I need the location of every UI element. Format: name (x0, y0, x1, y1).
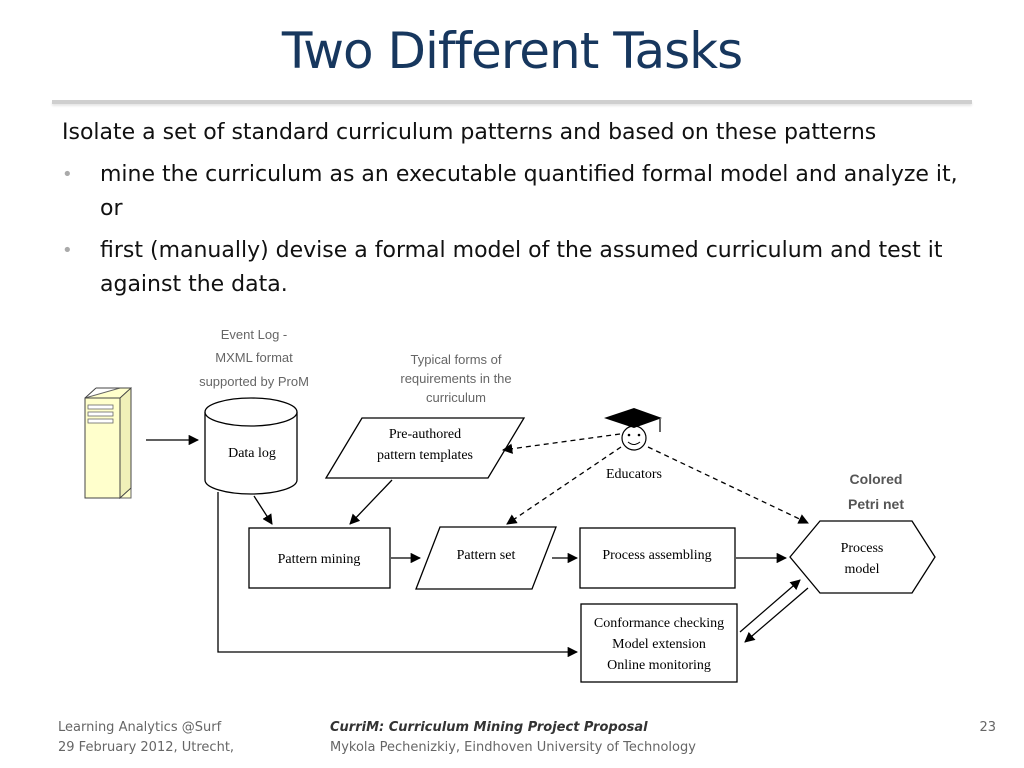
footer-author: Mykola Pechenizkiy, Eindhoven University… (330, 740, 696, 755)
pre-authored-label-line: pattern templates (377, 448, 473, 463)
typical-forms-note-line: requirements in the (400, 371, 511, 386)
data-log-cylinder (204, 397, 298, 495)
templates-to-mining-arrow (349, 479, 393, 525)
datalog-to-conformance-arrow (217, 492, 579, 658)
title-divider (52, 100, 972, 104)
bullet-item: • first (manually) devise a formal model … (62, 234, 972, 302)
page-number: 23 (979, 720, 996, 735)
colored-petri-net-label: Petri net (848, 496, 904, 512)
flow-arrows (217, 479, 809, 658)
footer-project-title: CurriM: Curriculum Mining Project Propos… (330, 720, 648, 735)
datalog-to-mining-arrow (253, 495, 273, 525)
conformance-to-model-arrow (739, 579, 801, 633)
pattern-mining-box (248, 527, 391, 589)
model-to-conformance-arrow (744, 587, 809, 643)
footer-event: Learning Analytics @Surf (58, 720, 222, 735)
conformance-label-line: Model extension (612, 637, 706, 652)
educator-to-patternset-arrow (506, 446, 622, 525)
bullet-item: • mine the curriculum as an executable qu… (62, 158, 972, 226)
event-log-note-line: Event Log - (221, 327, 288, 342)
footer-left: Learning Analytics @Surf 29 February 201… (58, 718, 234, 758)
footer-date: 29 February 2012, Utrecht, (58, 740, 235, 755)
intro-text: Isolate a set of standard curriculum pat… (62, 120, 877, 145)
conformance-label-line: Conformance checking (594, 616, 724, 631)
bullet-marker: • (62, 164, 73, 185)
event-log-note-line: supported by ProM (199, 374, 309, 389)
process-model-label: Process (841, 541, 884, 556)
conformance-box (580, 603, 738, 683)
educators-label: Educators (606, 467, 662, 482)
educator-dashed-arrows (501, 433, 809, 525)
data-log-label: Data log (228, 446, 276, 461)
server-icon (84, 386, 132, 500)
event-log-note-line: MXML format (215, 350, 293, 365)
bullet-text: first (manually) devise a formal model o… (100, 238, 943, 297)
bullet-list: • mine the curriculum as an executable qu… (62, 158, 972, 310)
process-model-hexagon (789, 520, 936, 594)
conformance-label-line: Online monitoring (607, 658, 711, 673)
bullet-text: mine the curriculum as an executable qua… (100, 162, 958, 221)
educator-to-templates-arrow (501, 433, 621, 454)
educator-to-model-arrow (647, 446, 809, 524)
process-model-label: model (845, 562, 880, 577)
page-title: Two Different Tasks (281, 22, 743, 80)
process-assembling-box (579, 527, 736, 589)
typical-forms-note-line: curriculum (426, 390, 486, 405)
pattern-set-label: Pattern set (457, 548, 516, 563)
pattern-mining-label: Pattern mining (278, 552, 361, 567)
footer-center: CurriM: Curriculum Mining Project Propos… (330, 718, 696, 758)
pre-authored-label-line: Pre-authored (389, 427, 461, 442)
process-assembling-label: Process assembling (602, 548, 711, 563)
pattern-set-shape (415, 526, 557, 590)
educator-icon (604, 408, 662, 451)
typical-forms-note-line: Typical forms of (410, 352, 501, 367)
pre-authored-templates-shape (324, 417, 526, 479)
colored-petri-net-label: Colored (850, 471, 903, 487)
bullet-marker: • (62, 240, 73, 261)
